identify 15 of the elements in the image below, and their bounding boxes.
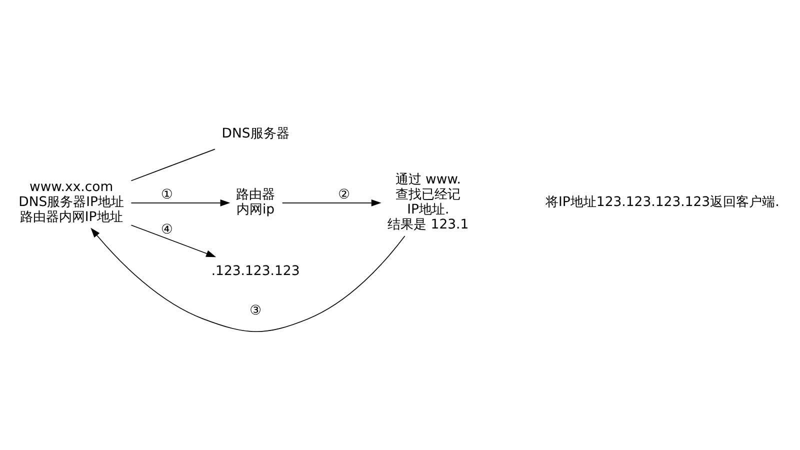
node-text: DNS服务器 [222,126,290,141]
connector [130,148,216,181]
edge-label: ① [161,187,173,202]
label: 将IP地址123.123.123.123返回客户端. [546,194,780,210]
arrow [130,224,216,257]
node-text: www.xx.com DNS服务器IP地址 路由器内网IP地址 [18,180,124,224]
node-text: 路由器 内网ip [236,187,276,218]
edge-label: ④ [161,222,173,237]
node-text: .123.123.123 [211,263,300,278]
edge-label: ③ [250,303,262,318]
arrow [282,198,382,206]
arrow [90,227,406,332]
edge-label: ② [338,187,350,202]
arrow [130,198,230,206]
node-text: 通过 www. 查找已经记 IP地址. 结果是 123.1 [388,172,469,232]
